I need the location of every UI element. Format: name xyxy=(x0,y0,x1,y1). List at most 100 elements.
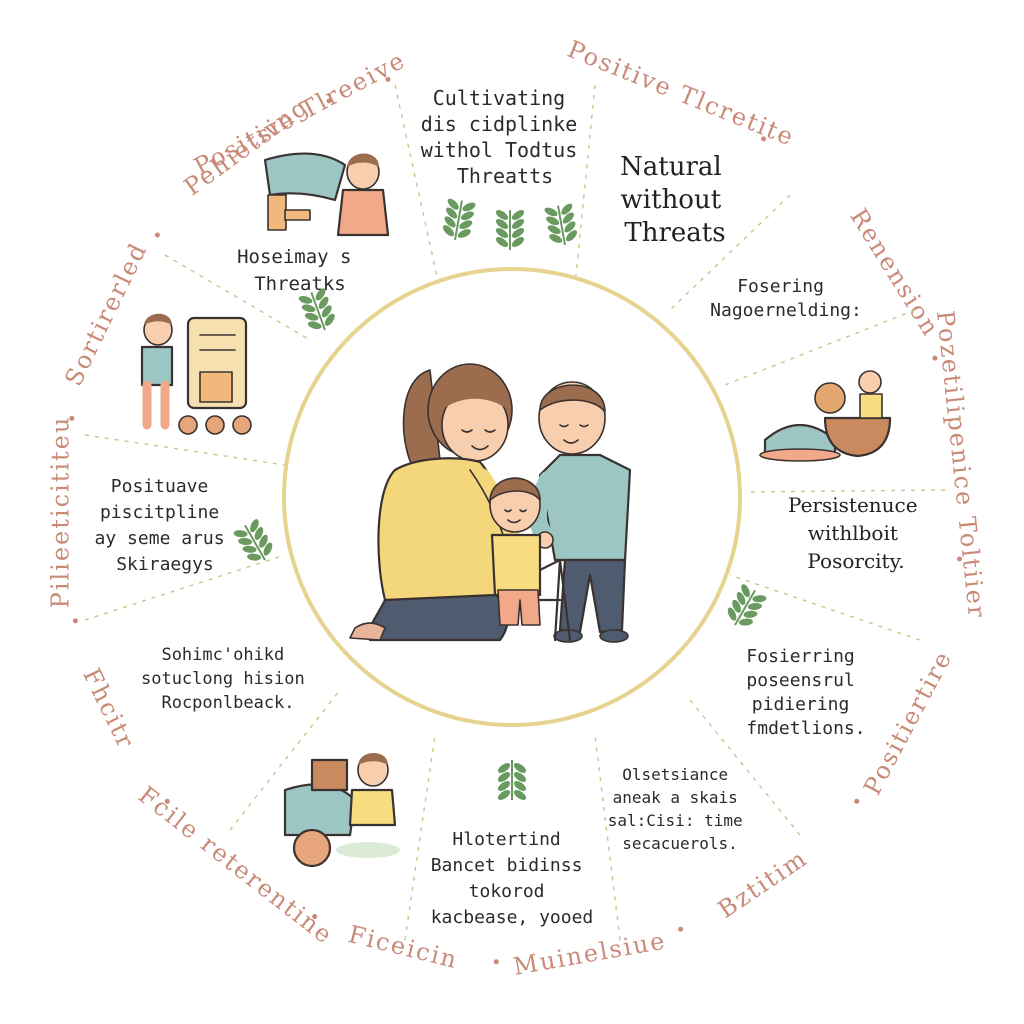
segment-top-line-3: withol Todtus xyxy=(421,138,578,162)
ring-label-8: Ficeicin xyxy=(346,920,462,974)
segment-top-line-2: dis cidplinke xyxy=(421,112,578,136)
leaf-sprig-5 xyxy=(497,760,527,800)
segment-dividers xyxy=(84,84,946,941)
divider-6 xyxy=(729,574,921,641)
ring-dot-6 xyxy=(678,926,684,932)
divider-13 xyxy=(164,254,311,341)
segment-top-left-line-1: Hoseimay s xyxy=(237,246,351,268)
ring-dot-2 xyxy=(761,136,767,142)
segment-top-left: Hoseimay s Threatks xyxy=(237,246,363,295)
segment-right-lower-line-4: fmdetlions. xyxy=(746,718,865,739)
divider-3 xyxy=(669,194,791,311)
leaf-sprig-3 xyxy=(233,519,273,561)
ring-label-11: Pilieeticititeu xyxy=(47,416,75,609)
segment-left-line-2: piscitpline xyxy=(100,502,219,523)
ring-label-5: Positiertire xyxy=(858,646,958,800)
illustration-right-upper xyxy=(759,370,892,462)
segment-right-upper-line-1: Fosering xyxy=(737,276,824,297)
segment-right-line-3: Posorcity. xyxy=(807,549,904,573)
svg-text:Hoseimay s Threatks: Hoseimay s Threatks xyxy=(237,246,363,295)
leaf-sprig-2 xyxy=(298,288,335,331)
segment-bottom-line-1: Hlotertind xyxy=(452,829,560,850)
ring-dot-8 xyxy=(312,914,318,919)
segment-right-lower-line-3: pidiering xyxy=(752,694,850,715)
segment-right-line-2: withlboit xyxy=(808,521,898,545)
svg-text:Hlotertind Bancet bidins: Hlotertind Bancet bidinss tokorod kacbea… xyxy=(431,829,594,928)
illustration-top-left xyxy=(263,152,390,237)
toddler-figure xyxy=(489,477,572,642)
mother-figure xyxy=(349,363,532,642)
segment-left-lower-line-3: Rocponlbeack. xyxy=(161,693,294,713)
ring-label-10: Fhcitr xyxy=(77,664,140,754)
divider-12 xyxy=(84,434,286,466)
segment-top-line-4: Threatts xyxy=(457,164,553,188)
segment-top-right-line-1: Natural xyxy=(620,152,722,182)
svg-text:Posituave piscitpline: Posituave piscitpline ay seme arus Skira… xyxy=(95,476,236,575)
svg-text:Cultivating dis cidplink: Cultivating dis cidplinke withol Todtus … xyxy=(421,86,590,188)
ring-label-3: Renension xyxy=(845,204,946,342)
ring-dot-10 xyxy=(72,618,78,624)
segment-top-left-line-2: Threatks xyxy=(254,273,346,295)
svg-text:Natural without Th: Natural without Threats xyxy=(620,152,730,248)
ring-label-4: Pozetilipenice Toltiier xyxy=(931,309,991,620)
segment-right-line-1: Persistenuce xyxy=(788,493,918,517)
ring-dot-9 xyxy=(164,798,170,804)
illustration-bottom-left xyxy=(283,753,400,868)
divider-5 xyxy=(744,489,946,493)
segment-left-line-1: Posituave xyxy=(111,476,209,497)
svg-text:Fosering Nagoernelding:: Fosering Nagoernelding: xyxy=(710,276,862,321)
segment-right-upper-line-2: Nagoernelding: xyxy=(710,300,862,321)
segment-bottom-line-2: Bancet bidinss xyxy=(431,855,583,876)
svg-text:Sohimc'ohikd sotuclong h: Sohimc'ohikd sotuclong hision Rocponlbea… xyxy=(141,645,315,713)
segment-top-right: Natural without Threats xyxy=(620,152,730,248)
segment-bottom-right: Olsetsiance aneak a skais sal:Cisi: time… xyxy=(608,765,753,853)
segment-bottom-line-3: tokorod xyxy=(469,881,545,902)
illustration-left-upper xyxy=(140,313,252,435)
ring-dot-13 xyxy=(326,98,332,104)
leaf-sprig-4 xyxy=(727,584,767,626)
svg-text:Olsetsiance aneak a skai: Olsetsiance aneak a skais sal:Cisi: time… xyxy=(608,765,753,853)
divider-9 xyxy=(404,734,436,941)
ring-label-6: Bztitim xyxy=(713,844,813,924)
segment-left-lower: Sohimc'ohikd sotuclong hision Rocponlbea… xyxy=(141,645,315,713)
segment-top-line-1: Cultivating xyxy=(433,86,565,110)
segment-bottom-line-4: kacbease, yooed xyxy=(431,907,594,928)
ring-dot-3 xyxy=(932,355,938,361)
divider-4 xyxy=(724,309,916,386)
segment-bottom-right-line-3: sal:Cisi: time xyxy=(608,811,743,830)
ring-label-7: Muinelsiue xyxy=(511,927,668,981)
ring-dot-11 xyxy=(69,415,75,421)
segment-left-lower-line-2: sotuclong hision xyxy=(141,669,305,689)
segment-bottom-right-line-1: Olsetsiance xyxy=(622,765,728,784)
segment-top-right-line-2: without xyxy=(621,185,722,215)
segment-left: Posituave piscitpline ay seme arus Skira… xyxy=(95,476,236,575)
divider-2 xyxy=(574,84,596,286)
segment-left-line-3: ay seme arus xyxy=(95,528,225,549)
ring-dot-5 xyxy=(854,798,860,804)
ring-label-2: Positive Tlcretite xyxy=(564,35,799,152)
segment-right-lower-line-1: Fosierring xyxy=(746,646,854,667)
ring-label-12: Sortirerled xyxy=(59,238,153,391)
leaf-sprig-1 xyxy=(495,210,525,250)
svg-text:Persistenuce withlboit: Persistenuce withlboit Posorcity. xyxy=(788,493,924,573)
ring-dot-1 xyxy=(385,76,391,82)
segment-top-right-line-3: Threats xyxy=(624,218,725,248)
divider-8 xyxy=(594,734,621,941)
ring-dot-4 xyxy=(957,556,962,562)
leaf-sprig-7 xyxy=(544,203,578,246)
segment-bottom: Hlotertind Bancet bidinss tokorod kacbea… xyxy=(431,829,594,928)
leaf-decorations xyxy=(233,198,767,800)
svg-text:Fosierring poseensrul: Fosierring poseensrul pidiering fmdetlio… xyxy=(746,646,865,739)
segment-bottom-right-line-4: secacuerols. xyxy=(622,834,738,853)
segment-right-upper: Fosering Nagoernelding: xyxy=(710,276,862,321)
segment-left-lower-line-1: Sohimc'ohikd xyxy=(161,645,284,665)
segment-right: Persistenuce withlboit Posorcity. xyxy=(788,493,924,573)
segment-left-line-4: Skiraegys xyxy=(116,554,214,575)
center-family-illustration xyxy=(349,363,632,643)
ring-dot-7 xyxy=(493,959,499,965)
segment-right-lower: Fosierring poseensrul pidiering fmdetlio… xyxy=(746,646,865,739)
boy-figure xyxy=(528,381,632,643)
segment-right-lower-line-2: poseensrul xyxy=(746,670,854,691)
ring-dot-12 xyxy=(154,232,160,238)
